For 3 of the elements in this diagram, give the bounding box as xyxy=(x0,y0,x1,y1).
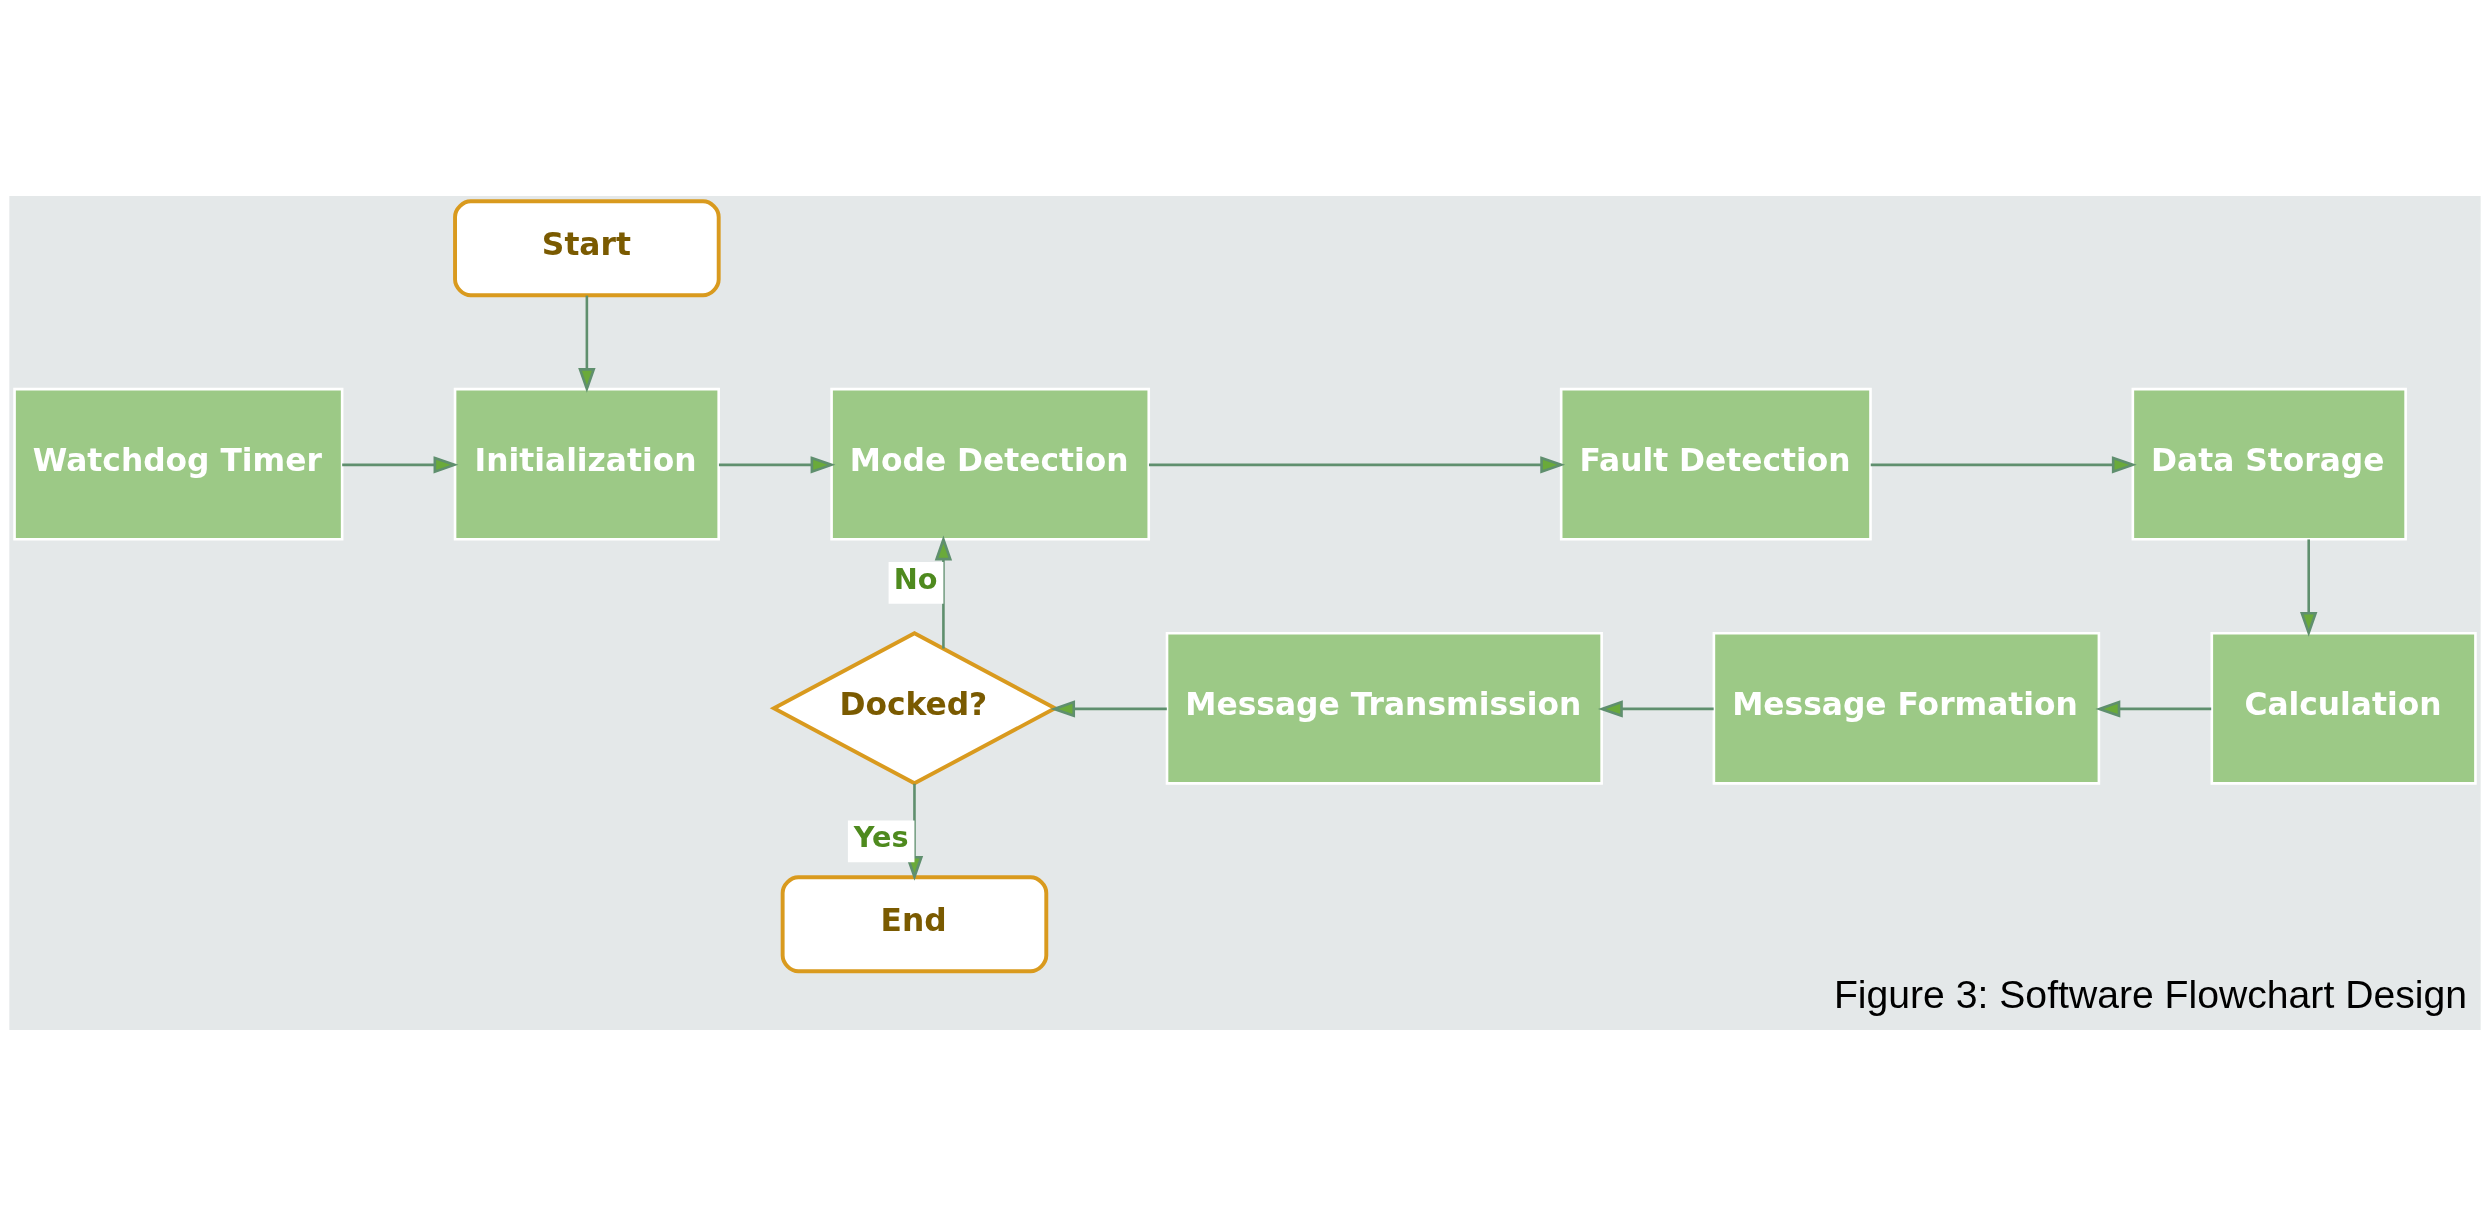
edge-label: No xyxy=(893,561,938,596)
caption: Figure 3: Software Flowchart Design xyxy=(1833,972,2467,1016)
edge-label: Yes xyxy=(853,819,909,854)
